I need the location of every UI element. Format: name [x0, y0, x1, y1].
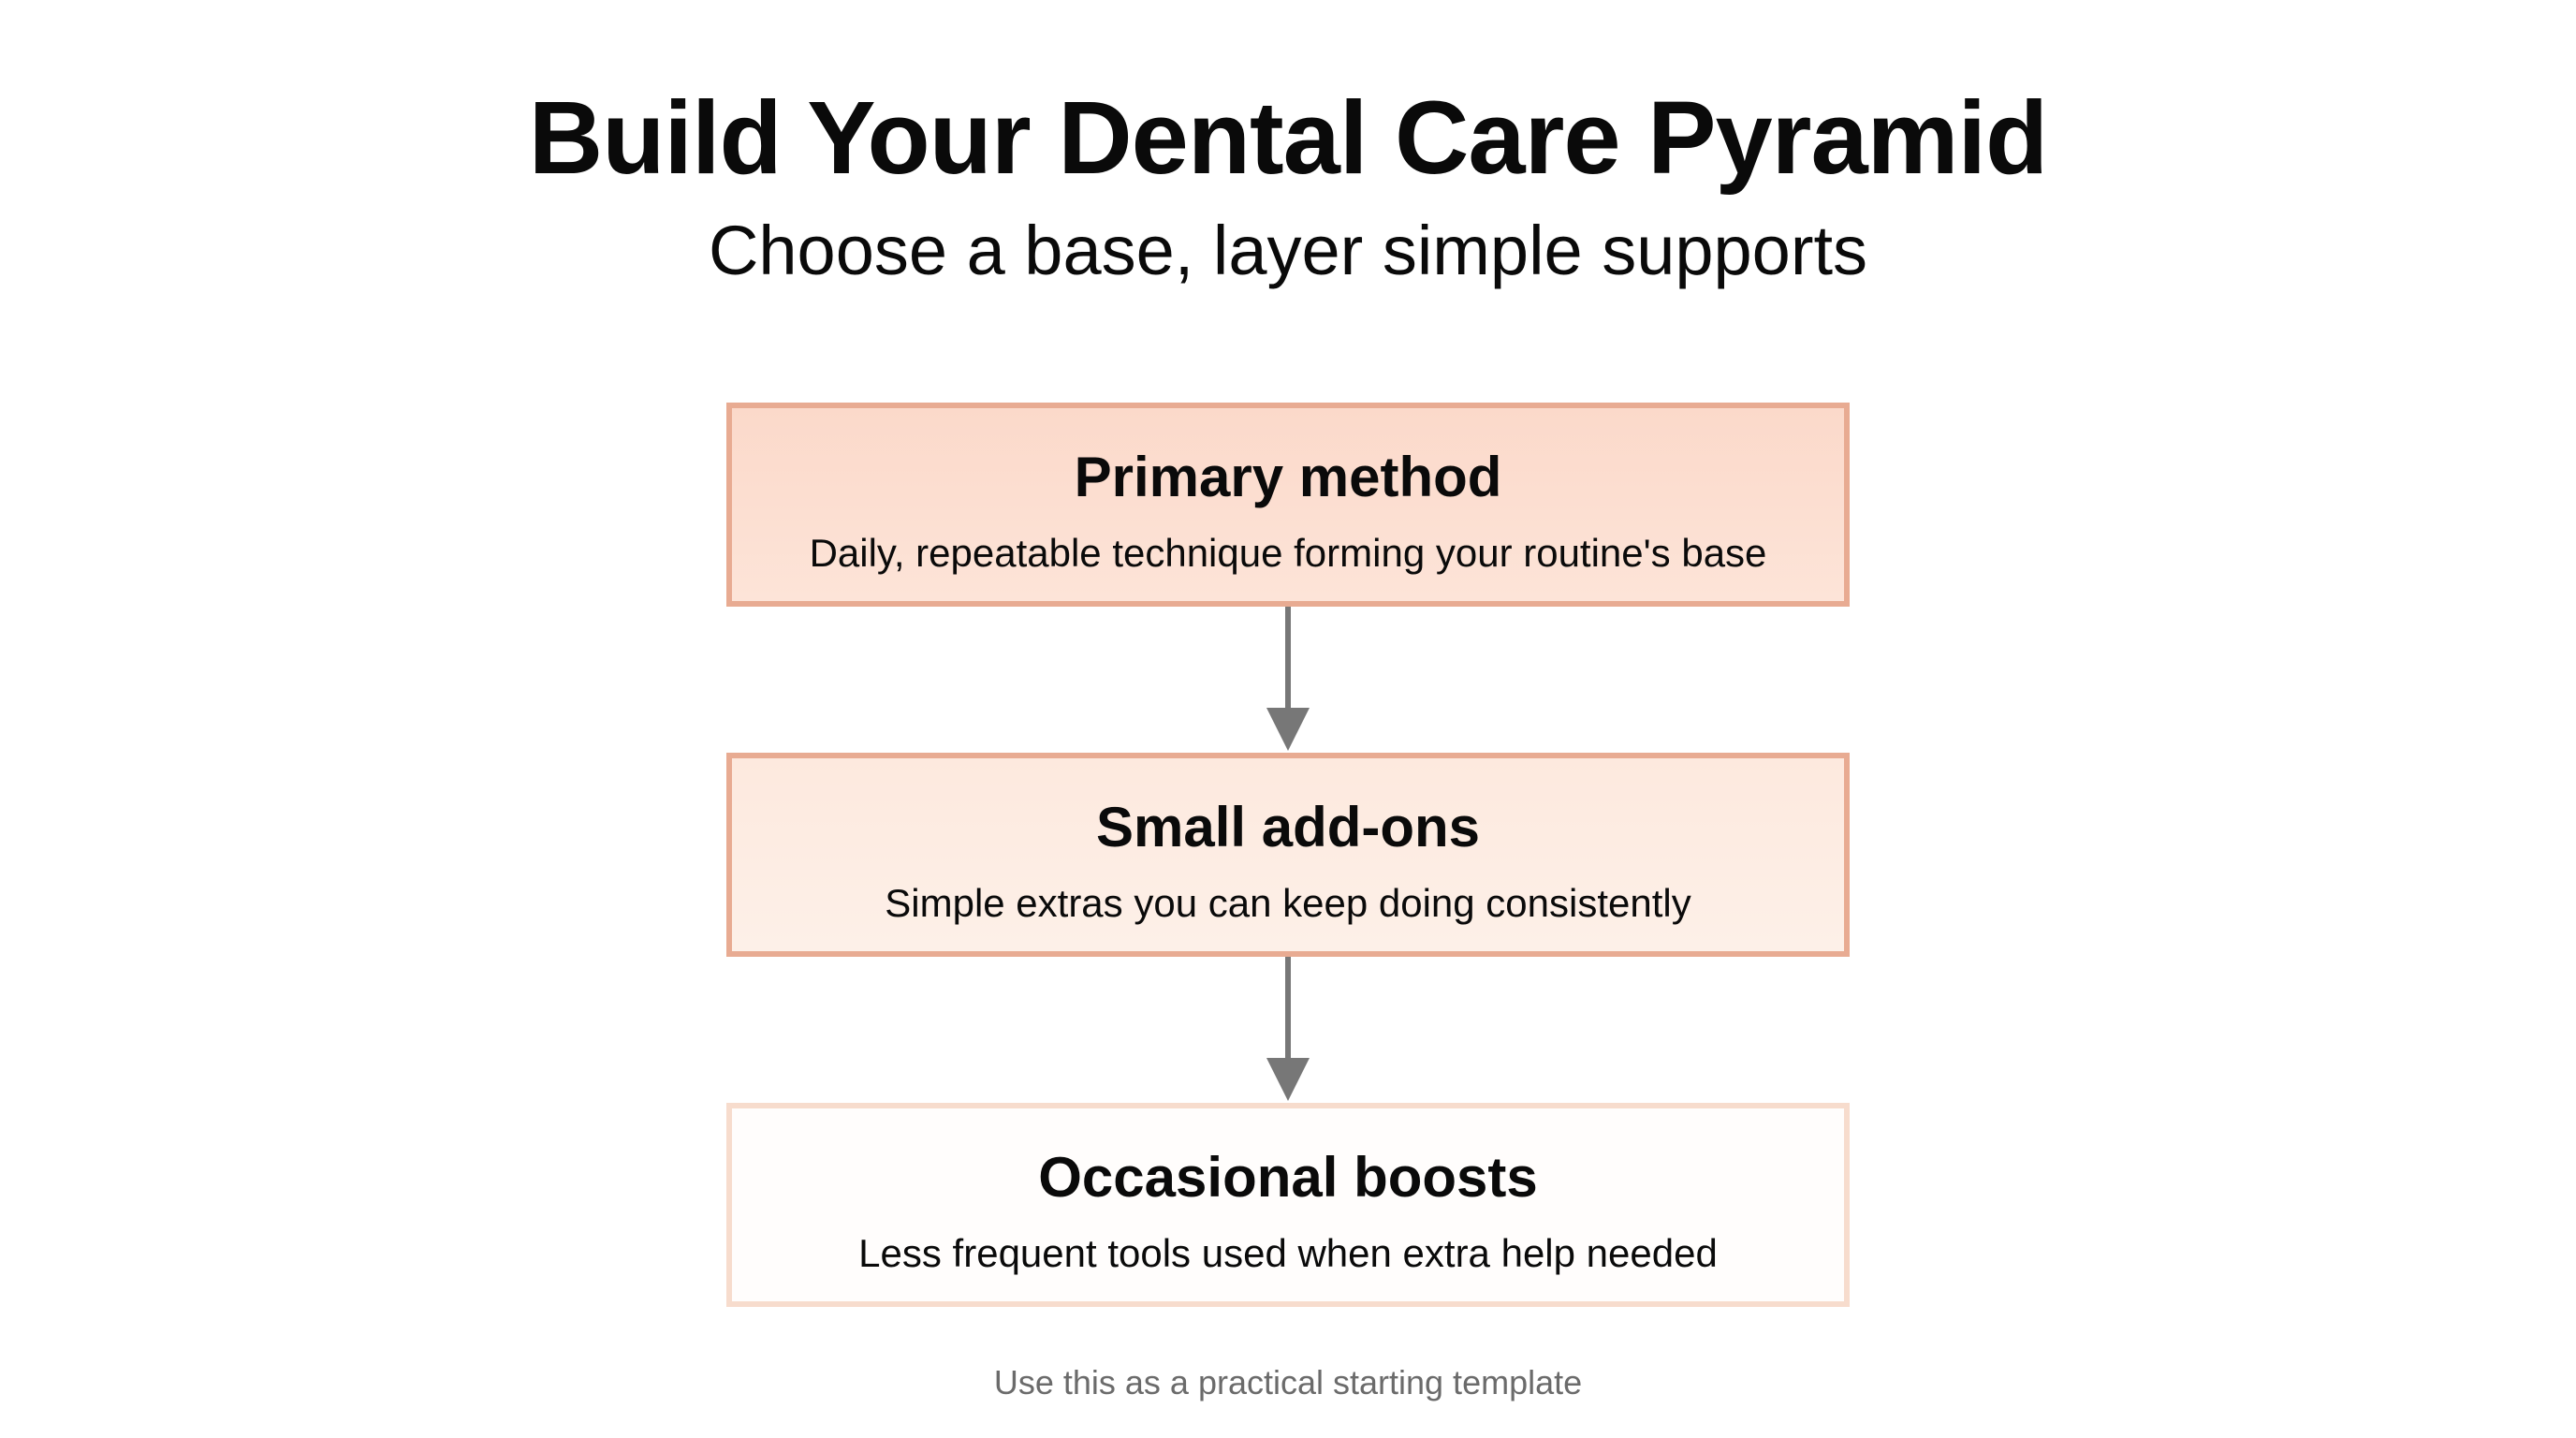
- layer-title: Small add-ons: [1095, 796, 1481, 858]
- down-arrow-icon: [1266, 957, 1310, 1101]
- layer-box-primary-method: Primary method Daily, repeatable techniq…: [726, 403, 1850, 607]
- layer-box-small-add-ons: Small add-ons Simple extras you can keep…: [726, 753, 1850, 957]
- layer-description: Less frequent tools used when extra help…: [858, 1231, 1718, 1275]
- layer-title: Occasional boosts: [1038, 1146, 1538, 1209]
- layer-box-occasional-boosts: Occasional boosts Less frequent tools us…: [726, 1103, 1850, 1307]
- page-subtitle: Choose a base, layer simple supports: [708, 212, 1868, 289]
- layer-description: Simple extras you can keep doing consist…: [885, 881, 1691, 925]
- down-arrow-icon: [1266, 607, 1310, 751]
- layer-title: Primary method: [1074, 446, 1502, 508]
- layer-description: Daily, repeatable technique forming your…: [809, 531, 1767, 575]
- page-title: Build Your Dental Care Pyramid: [528, 81, 2048, 196]
- footer-note: Use this as a practical starting templat…: [993, 1363, 1583, 1401]
